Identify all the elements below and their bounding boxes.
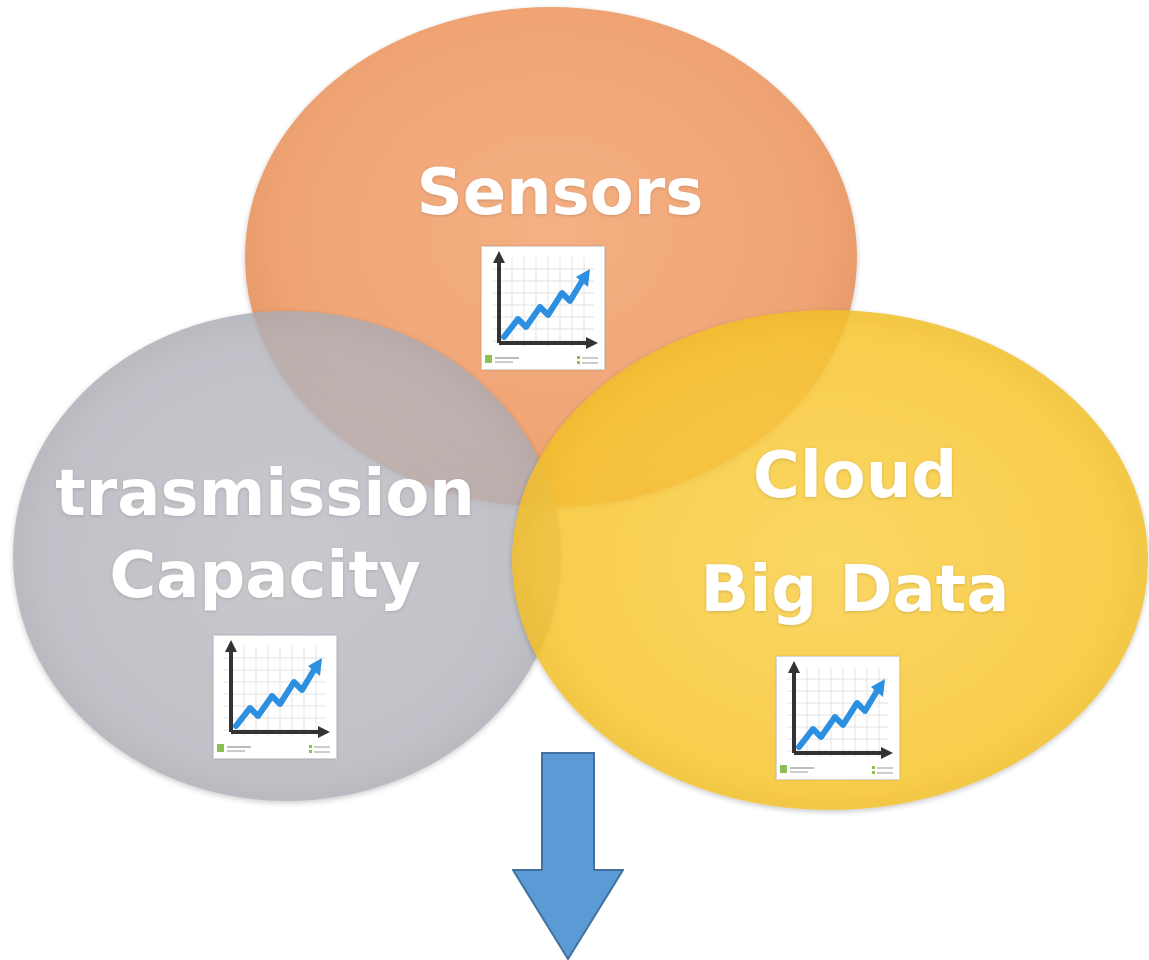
transmission-label-line-2: Capacity [109, 538, 421, 613]
down-arrow-icon [512, 752, 624, 960]
sensors-label-line: Sensors [416, 156, 704, 230]
rising-chart-icon [213, 635, 337, 759]
cloud-circle [512, 310, 1148, 810]
transmission-circle [13, 311, 561, 801]
cloud-label-line-2: Big Data [700, 552, 1010, 627]
transmission-label: trasmission Capacity [50, 454, 480, 618]
sensors-label: Sensors [400, 156, 720, 230]
cloud-label-line-1: Cloud [752, 439, 958, 513]
rising-chart-icon [776, 656, 900, 780]
cloud-label: Cloud Big Data [680, 420, 1030, 648]
transmission-label-line-1: trasmission [55, 457, 475, 531]
rising-chart-icon [481, 246, 605, 370]
